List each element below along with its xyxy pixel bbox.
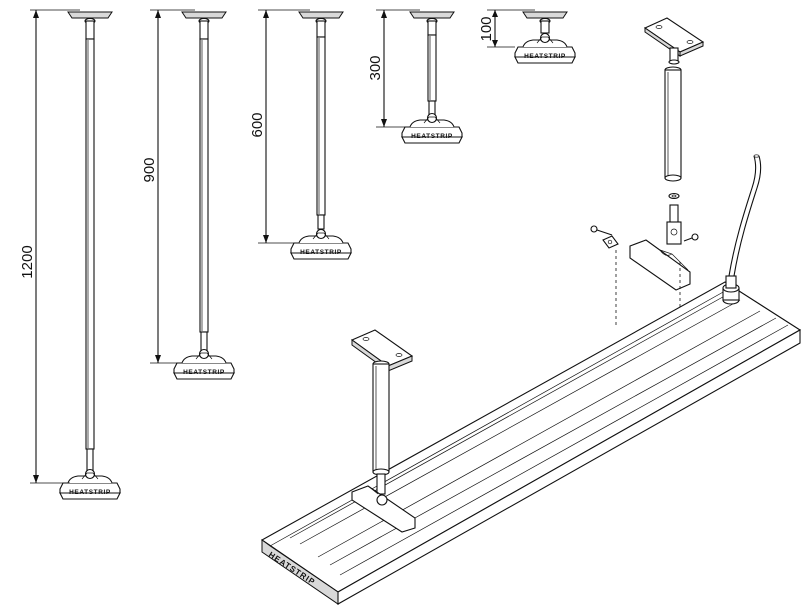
drop-300-brand: HEATSTRIP (411, 133, 453, 140)
drop-100-brand: HEATSTRIP (524, 53, 566, 60)
drop-100-assembly: 100 HEATSTRIP (478, 9, 576, 64)
drop-1200-label: 1200 (19, 245, 36, 278)
drop-900-assembly: 900 HEATSTRIP (141, 9, 235, 380)
heater-body: HEATSTRIP (260, 281, 802, 605)
drop-600-assembly: 600 HEATSTRIP (249, 9, 352, 260)
cable-gland (722, 154, 762, 305)
drop-900-brand: HEATSTRIP (183, 369, 225, 376)
drop-1200-brand: HEATSTRIP (69, 489, 111, 496)
screw-left (590, 225, 613, 236)
drop-100-label: 100 (478, 16, 495, 41)
drop-300-label: 300 (367, 55, 384, 80)
drop-300-assembly: 300 HEATSTRIP (367, 9, 463, 144)
drop-600-label: 600 (249, 112, 266, 137)
rail-clip (629, 239, 691, 291)
drop-900-label: 900 (141, 157, 158, 182)
mounted-bracket (350, 329, 416, 533)
drop-600-brand: HEATSTRIP (300, 249, 342, 256)
drop-1200-assembly: 1200 HEATSTRIP (19, 9, 121, 500)
square-nut (602, 235, 619, 249)
exploded-bracket (590, 17, 705, 330)
screw-right (683, 233, 699, 242)
